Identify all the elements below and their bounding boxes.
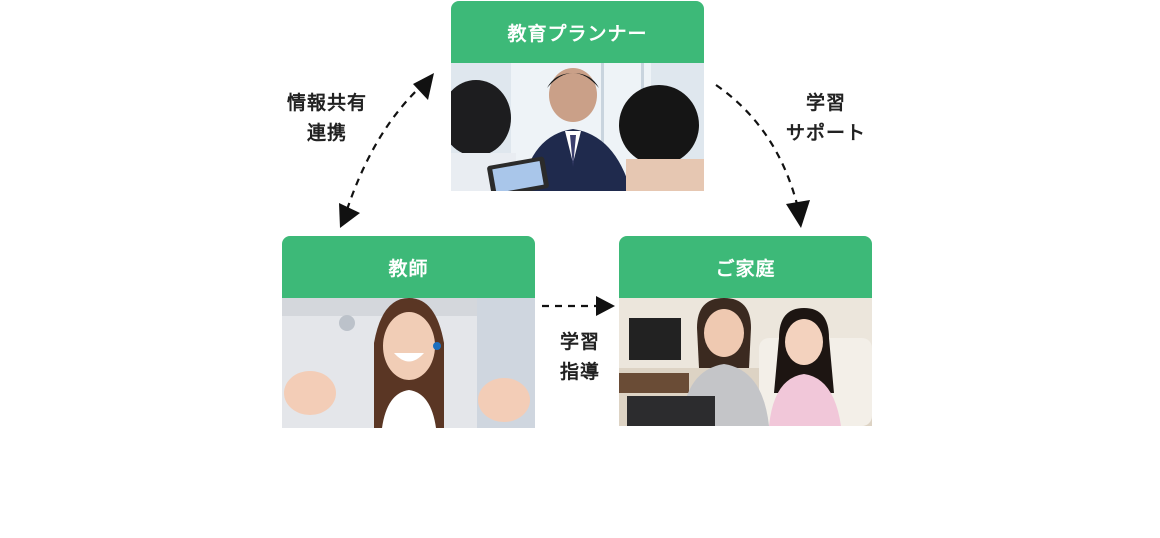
arrowhead-to-planner [413, 73, 434, 100]
edge-label-study-guidance-line2: 指導 [559, 361, 600, 383]
edge-label-info-share-line1: 情報共有 [286, 92, 367, 114]
arrowhead-to-family-2 [596, 296, 615, 316]
edge-label-study-guidance-line1: 学習 [559, 331, 600, 353]
teacher-node: 教師 [282, 236, 535, 428]
edge-label-study-support: 学習 サポート [770, 88, 882, 148]
edge-label-info-share-line2: 連携 [306, 122, 347, 144]
family-node-label: ご家庭 [619, 236, 872, 298]
edge-label-study-support-line2: サポート [785, 122, 866, 144]
arrow-info-share [341, 79, 429, 223]
planner-node: 教育プランナー [451, 1, 704, 191]
teacher-node-label: 教師 [282, 236, 535, 298]
planner-photo [451, 63, 704, 191]
edge-label-study-guidance: 学習 指導 [544, 327, 616, 387]
planner-node-label: 教育プランナー [451, 1, 704, 63]
arrow-study-support [715, 84, 800, 209]
teacher-photo [282, 298, 535, 428]
family-photo [619, 298, 872, 426]
arrowhead-to-family [786, 200, 810, 228]
edge-label-info-share: 情報共有 連携 [272, 88, 382, 148]
arrowhead-to-teacher [339, 203, 360, 228]
family-node: ご家庭 [619, 236, 872, 426]
edge-label-study-support-line1: 学習 [805, 92, 846, 114]
